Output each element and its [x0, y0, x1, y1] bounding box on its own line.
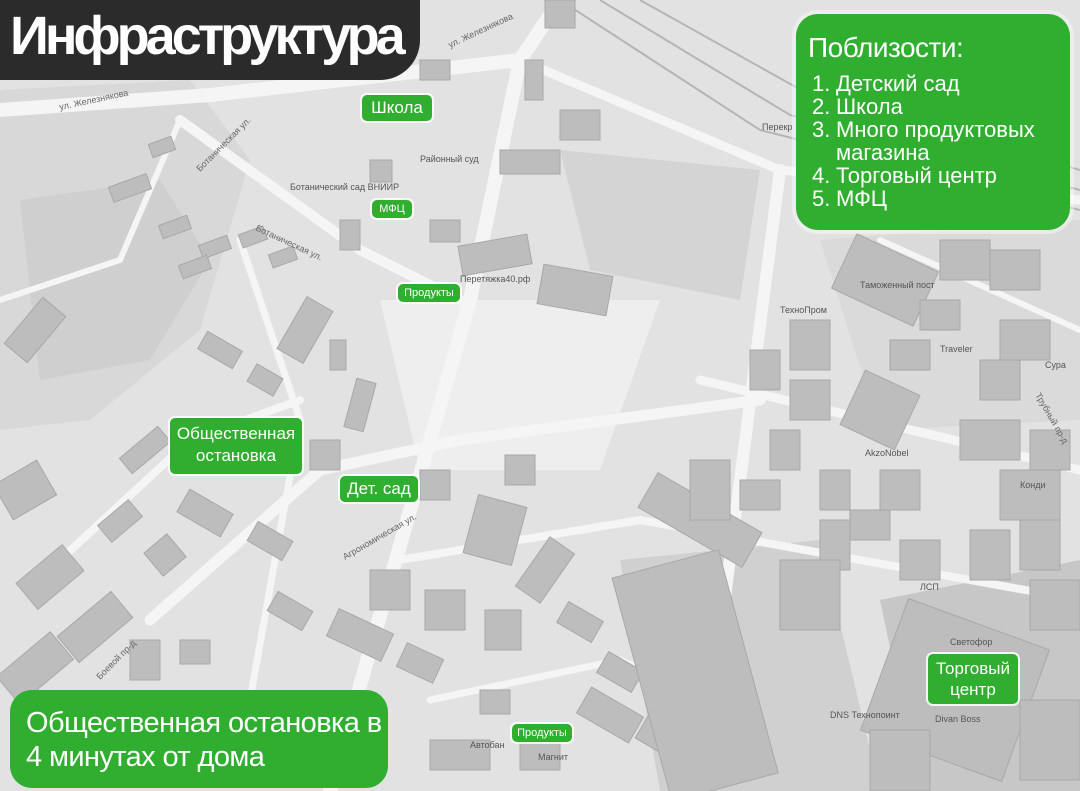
mfc-marker[interactable]: МФЦ — [372, 200, 412, 218]
poi-label: Районный суд — [420, 154, 479, 164]
products-marker[interactable]: Продукты — [512, 724, 572, 742]
products-marker[interactable]: Продукты — [398, 284, 460, 302]
list-item: 3.Много продуктовых магазина — [812, 118, 1070, 164]
nearby-panel: Поблизости: 1.Детский сад 2.Школа 3.Мног… — [796, 14, 1070, 230]
poi-label: ТехноПром — [780, 305, 827, 315]
school-marker[interactable]: Школа — [362, 95, 432, 121]
poi-label: Таможенный пост — [860, 280, 935, 290]
list-item-label: Много продуктовых магазина — [836, 117, 1035, 165]
page-title: Инфраструктура — [10, 6, 406, 66]
list-item: 5.МФЦ — [812, 187, 1070, 210]
poi-label: ЛСП — [920, 582, 939, 592]
poi-label: Сура — [1045, 360, 1066, 370]
poi-label: Конди — [1020, 480, 1046, 490]
poi-label: Traveler — [940, 344, 973, 354]
list-item-label: Детский сад — [836, 71, 960, 96]
bottom-note-panel: Общественная остановка в 4 минутах от до… — [10, 690, 388, 788]
list-item-number: 5. — [812, 186, 831, 211]
list-item: 1.Детский сад — [812, 72, 1070, 95]
list-item-number: 2. — [812, 94, 831, 119]
kindergarten-marker[interactable]: Дет. сад — [340, 476, 418, 502]
list-item-number: 3. — [812, 117, 831, 142]
nearby-list: 1.Детский сад 2.Школа 3.Много продуктовы… — [812, 72, 1070, 210]
bus-stop-marker[interactable]: Общественная остановка — [170, 418, 302, 474]
poi-label: Автобан — [470, 740, 505, 750]
poi-label: Ботанический сад ВНИИР — [290, 182, 399, 192]
poi-label: Перетяжка40.рф — [460, 274, 531, 284]
bottom-note-text: Общественная остановка в 4 минутах от до… — [26, 707, 382, 773]
title-bar: Инфраструктура — [0, 0, 420, 80]
poi-label: AkzoNobel — [865, 448, 909, 458]
list-item: 4.Торговый центр — [812, 164, 1070, 187]
mall-marker[interactable]: Торговый центр — [928, 654, 1018, 704]
poi-label: Светофор — [950, 637, 992, 647]
poi-label: Divan Boss — [935, 714, 981, 724]
list-item-number: 1. — [812, 71, 831, 96]
list-item-number: 4. — [812, 163, 831, 188]
list-item-label: Школа — [836, 94, 903, 119]
poi-label: Перекр — [762, 122, 792, 132]
list-item-label: Торговый центр — [836, 163, 997, 188]
poi-label: Магнит — [538, 752, 568, 762]
list-item-label: МФЦ — [836, 186, 888, 211]
list-item: 2.Школа — [812, 95, 1070, 118]
nearby-title: Поблизости: — [808, 32, 964, 63]
poi-label: DNS Технопоинт — [830, 710, 900, 720]
